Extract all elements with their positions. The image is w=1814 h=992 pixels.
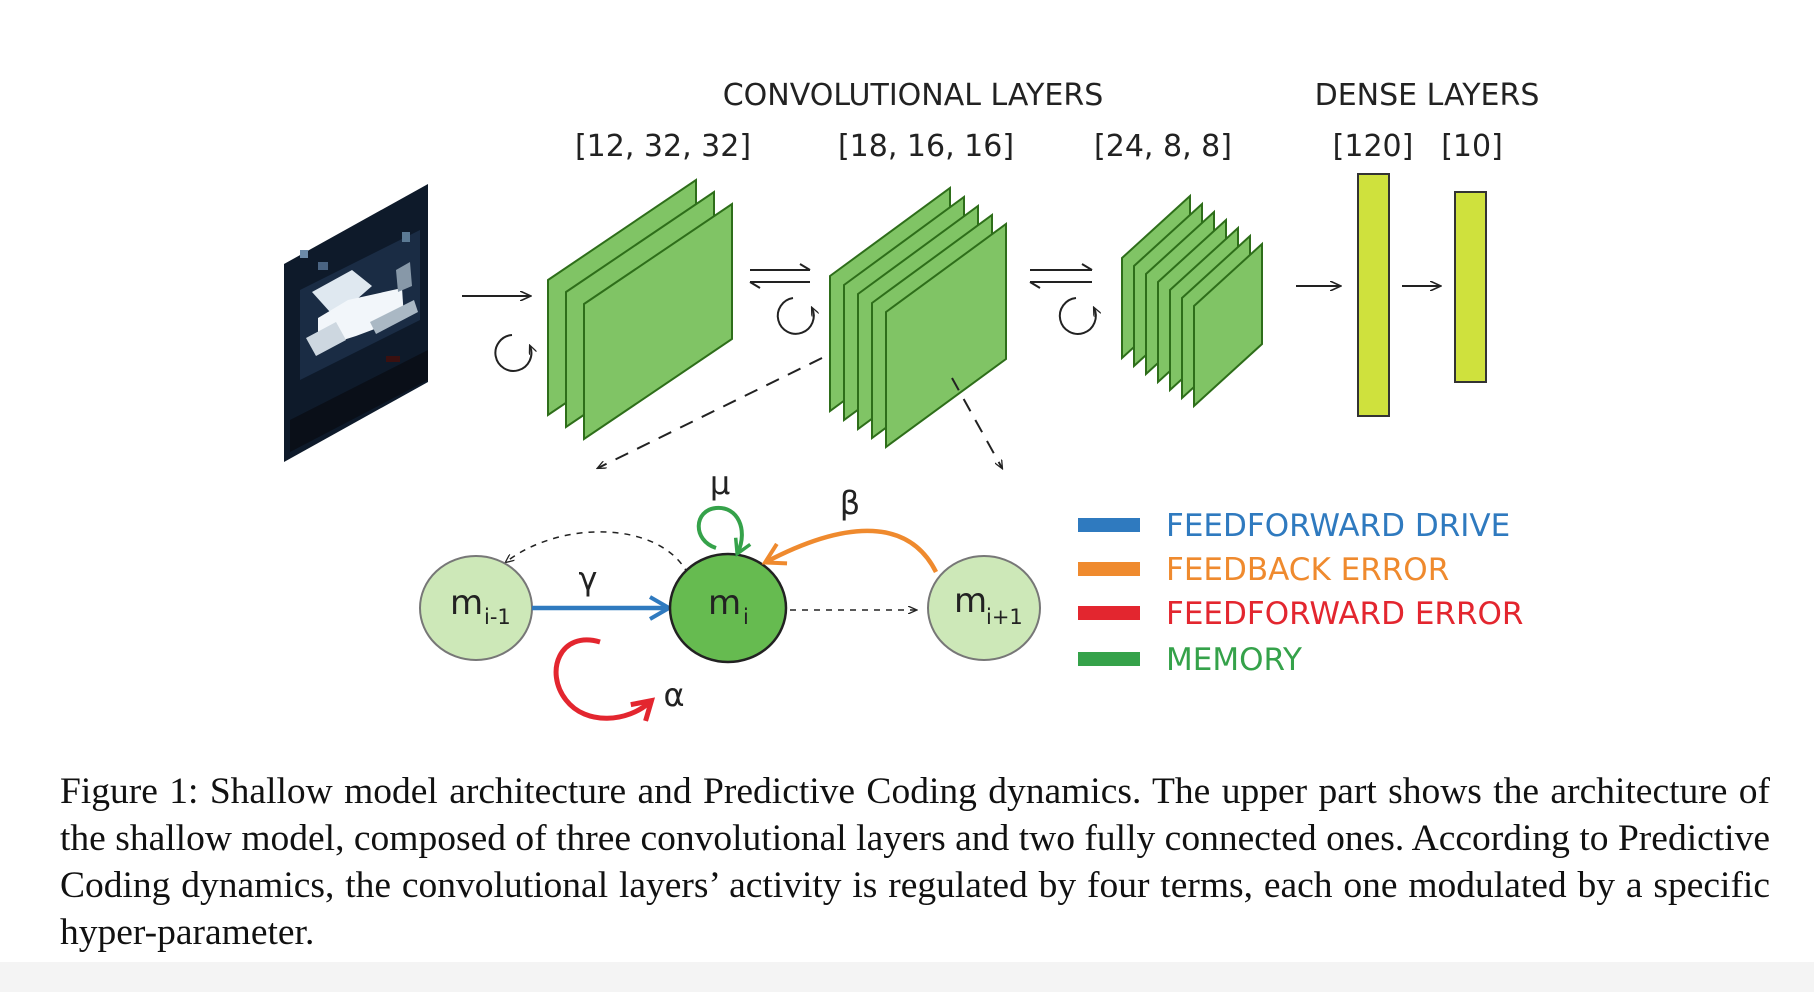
legend-swatch-feedback-error	[1078, 562, 1140, 576]
conv2-recurrent-loop-icon	[776, 297, 814, 335]
conv1-conv2-bidirectional-arrows	[749, 263, 811, 289]
legend-swatch-memory	[1078, 652, 1140, 666]
legend-label-feedforward-error: FEEDFORWARD ERROR	[1166, 596, 1523, 632]
legend-label-feedback-error: FEEDBACK ERROR	[1166, 552, 1449, 588]
dense2-layer	[1454, 191, 1487, 383]
conv1-shape-label: [12, 32, 32]	[575, 129, 751, 164]
node-m-i-minus-1-label: m	[450, 583, 483, 623]
conv3-recurrent-loop-icon	[1058, 297, 1096, 335]
legend-label-memory: MEMORY	[1166, 642, 1302, 678]
feedforward-error-loop-arrow	[553, 637, 650, 718]
zoom-dashed-line-right	[951, 377, 1002, 468]
conv1-feature-maps	[547, 178, 733, 441]
node-m-i-minus-1: m i-1	[419, 555, 533, 661]
figure-caption: Figure 1: Shallow model architecture and…	[60, 771, 1770, 953]
legend: FEEDFORWARD DRIVE FEEDBACK ERROR FEEDFOR…	[1078, 508, 1523, 678]
memory-loop-arrow	[696, 505, 752, 558]
alpha-param-label: α	[663, 676, 684, 714]
node-m-i-label: m	[708, 583, 741, 623]
node-m-i-subscript: i	[743, 605, 749, 629]
feedback-error-arrow	[761, 528, 939, 574]
gamma-param-label: γ	[579, 560, 598, 598]
legend-label-feedforward-drive: FEEDFORWARD DRIVE	[1166, 508, 1510, 544]
node-m-i-plus-1-label: m	[954, 581, 987, 621]
conv2-conv3-bidirectional-arrows	[1029, 263, 1093, 289]
conv-layers-header: CONVOLUTIONAL LAYERS	[723, 78, 1104, 113]
dense-layers-header: DENSE LAYERS	[1315, 78, 1540, 113]
node-m-i-plus-1-subscript: i+1	[986, 605, 1023, 629]
conv3-shape-label: [24, 8, 8]	[1094, 129, 1232, 164]
beta-param-label: β	[840, 484, 860, 522]
dense1-shape-label: [120]	[1333, 129, 1414, 164]
conv1-recurrent-loop-icon	[494, 334, 531, 372]
dense2-shape-label: [10]	[1441, 129, 1503, 164]
dense1-layer	[1357, 173, 1390, 417]
input-image	[284, 184, 428, 462]
node-m-i-minus-1-subscript: i-1	[484, 605, 511, 629]
conv2-shape-label: [18, 16, 16]	[838, 129, 1014, 164]
legend-swatch-feedforward-error	[1078, 606, 1140, 620]
conv3-feature-maps	[1121, 193, 1263, 409]
legend-swatch-feedforward-drive	[1078, 518, 1140, 532]
conv2-feature-maps	[829, 186, 1007, 449]
node-m-i-plus-1: m i+1	[927, 555, 1041, 661]
mu-param-label: μ	[710, 464, 730, 502]
bottom-strip	[0, 962, 1814, 992]
node-m-i: m i	[668, 552, 788, 664]
zoom-dashed-line-left	[598, 357, 823, 468]
